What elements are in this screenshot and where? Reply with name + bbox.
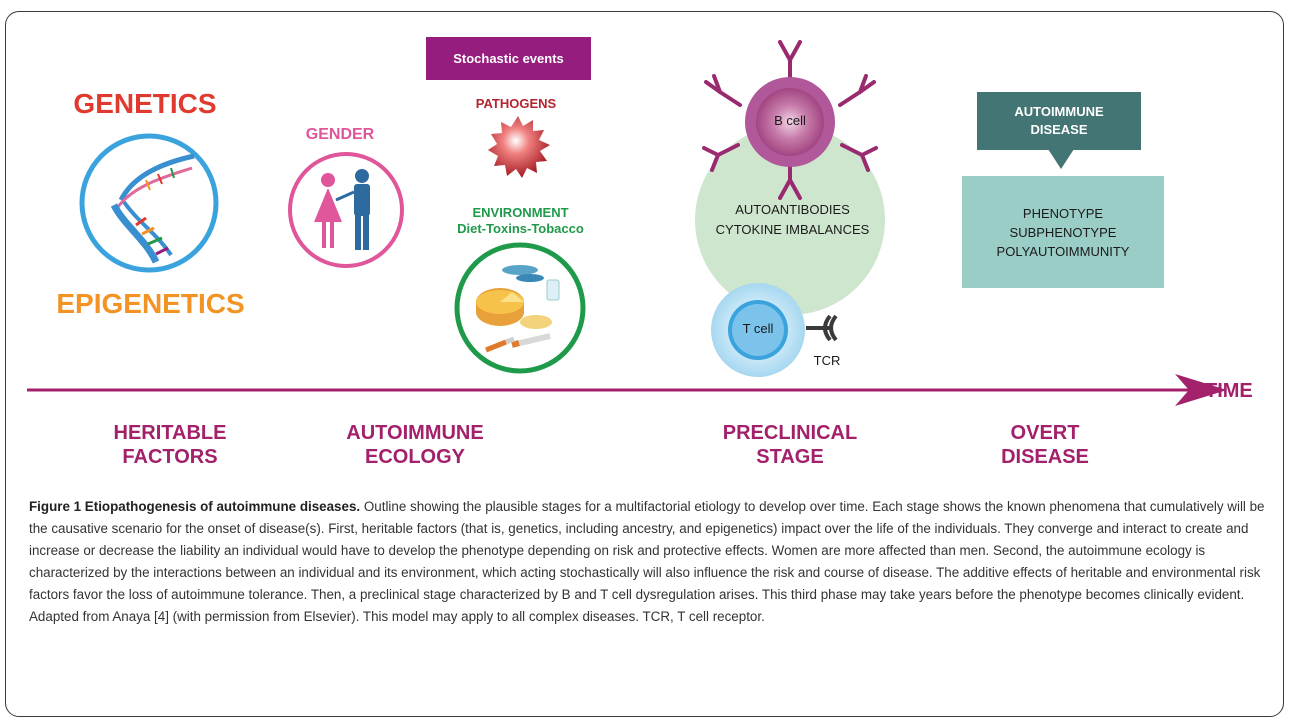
- callout-pointer: [1048, 149, 1074, 169]
- preclinical-cells: [695, 40, 885, 377]
- pathogen-icon: [488, 116, 550, 178]
- epigenetics-label: EPIGENETICS: [56, 288, 245, 319]
- timeline-arrow: [27, 374, 1227, 406]
- gender-label: GENDER: [305, 126, 375, 143]
- preclinical-text: AUTOANTIBODIES CYTOKINE IMBALANCES: [715, 202, 870, 237]
- figure-frame: [5, 11, 1284, 717]
- tcr-label: TCR: [813, 353, 841, 368]
- b-cell-label: B cell: [774, 113, 806, 128]
- dna-icon: [79, 133, 219, 273]
- time-label: TIME: [1205, 380, 1253, 402]
- autoimmune-disease-box: AUTOIMMUNE DISEASE: [977, 92, 1141, 150]
- stage-autoimmune-ecology: AUTOIMMUNE ECOLOGY: [346, 422, 484, 468]
- stage-overt-disease: OVERT DISEASE: [1001, 422, 1089, 468]
- caption-title: Figure 1 Etiopathogenesis of autoimmune …: [29, 499, 361, 514]
- genetics-label: GENETICS: [73, 88, 217, 119]
- environment-icon: [454, 242, 586, 374]
- figure-caption: Figure 1 Etiopathogenesis of autoimmune …: [29, 496, 1269, 628]
- phenotype-box: PHENOTYPE SUBPHENOTYPE POLYAUTOIMMUNITY: [962, 176, 1164, 288]
- stage-preclinical: PRECLINICAL STAGE: [722, 422, 858, 468]
- stochastic-events-box: Stochastic events: [426, 37, 591, 80]
- caption-body: Outline showing the plausible stages for…: [29, 499, 1265, 624]
- gender-icon: [288, 152, 404, 268]
- preclinical-circle: [695, 125, 885, 315]
- t-cell-label: T cell: [742, 321, 774, 336]
- stage-heritable-factors: HERITABLE FACTORS: [113, 422, 227, 468]
- environment-title: ENVIRONMENT: [472, 205, 569, 220]
- environment-subtitle: Diet-Toxins-Tobacco: [457, 221, 584, 236]
- pathogens-label: PATHOGENS: [475, 96, 557, 111]
